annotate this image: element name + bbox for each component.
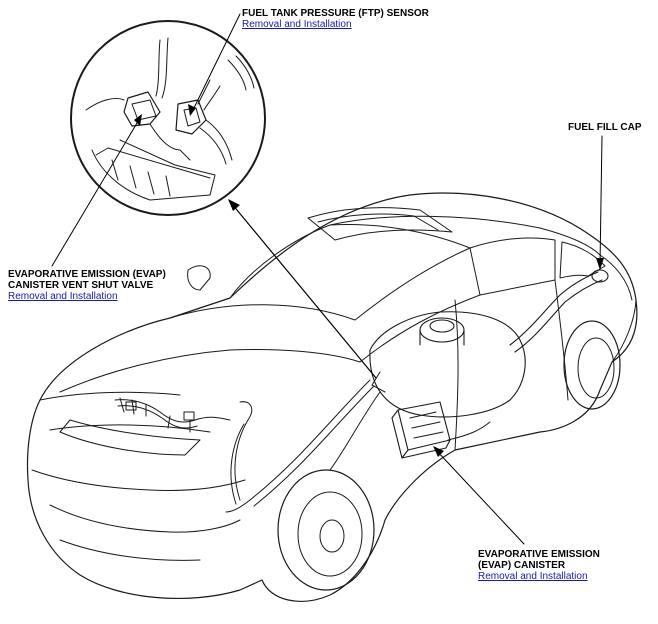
leader-magnifier-to-car — [231, 203, 377, 379]
sunroof — [307, 207, 453, 241]
door-line — [454, 299, 459, 451]
leader-evap-canister — [435, 449, 525, 545]
car-outline — [26, 192, 638, 602]
leader-fuel-fill-cap — [599, 135, 603, 267]
arrow-evap-vent-valve — [134, 114, 142, 126]
evap-lines — [225, 371, 491, 513]
ftp-sensor-removal-link[interactable]: Removal and Installation — [242, 19, 352, 30]
side-mirror — [187, 265, 211, 291]
evap-canister-label-line1: EVAPORATIVE EMISSION — [478, 549, 600, 560]
arrowheads — [134, 104, 604, 457]
car-body — [26, 192, 638, 602]
arrow-magnifier — [228, 199, 240, 211]
fuel-tank — [369, 311, 526, 418]
grille — [49, 504, 241, 533]
front-wheel — [277, 469, 375, 591]
hood-line — [59, 349, 361, 393]
fuel-fill-cap-part — [591, 269, 609, 283]
leader-ftp-sensor — [191, 13, 241, 113]
evap-canister-removal-link[interactable]: Removal and Installation — [478, 571, 588, 582]
callout-fuel-fill-cap: FUEL FILL CAP — [568, 122, 642, 133]
ftp-sensor-detail — [175, 99, 207, 135]
headlight — [59, 419, 201, 456]
evap-vent-valve-label-line1: EVAPORATIVE EMISSION (EVAP) — [8, 269, 166, 280]
magnifier-ring — [70, 20, 266, 216]
callout-evap-canister: EVAPORATIVE EMISSION (EVAP) CANISTER Rem… — [478, 549, 600, 582]
evap-canister-part — [391, 401, 451, 459]
leader-evap-vent-valve — [51, 117, 141, 267]
leader-lines — [51, 13, 603, 545]
callout-evap-vent-valve: EVAPORATIVE EMISSION (EVAP) CANISTER VEN… — [8, 269, 166, 302]
side-window-front — [469, 237, 556, 296]
rear-wheel — [563, 320, 621, 410]
evap-canister-label-line2: (EVAP) CANISTER — [478, 560, 566, 571]
evap-vent-valve-label-line2: CANISTER VENT SHUT VALVE — [8, 280, 154, 291]
roofline — [329, 215, 601, 256]
evap-vent-valve-removal-link[interactable]: Removal and Installation — [8, 291, 118, 302]
callout-ftp-sensor: FUEL TANK PRESSURE (FTP) SENSOR Removal … — [242, 8, 429, 30]
front-bumper — [31, 469, 246, 491]
windshield — [169, 224, 471, 321]
fuel-fill-cap-label: FUEL FILL CAP — [568, 122, 642, 133]
arrow-evap-canister — [433, 446, 444, 457]
engine-harness — [114, 397, 231, 433]
ftp-sensor-label: FUEL TANK PRESSURE (FTP) SENSOR — [242, 8, 429, 19]
vent-valve-detail — [123, 91, 161, 127]
arrow-ftp-sensor — [188, 104, 196, 116]
arrow-fuel-fill-cap — [596, 258, 604, 270]
rear-bumper — [611, 299, 637, 363]
